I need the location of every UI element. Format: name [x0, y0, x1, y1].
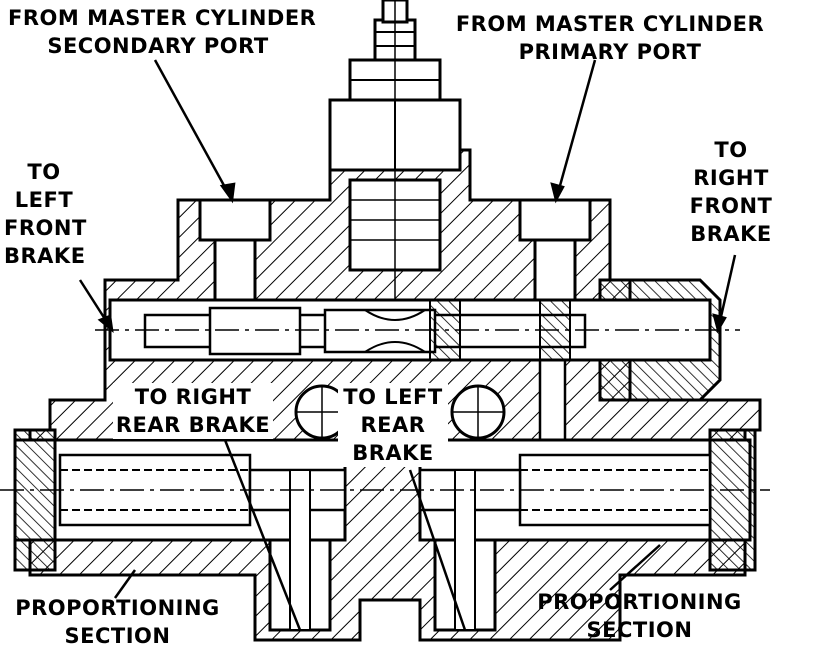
label-line: SECTION [586, 618, 693, 642]
label-line: FROM MASTER CYLINDER [455, 12, 765, 36]
label-line: TO [27, 160, 61, 184]
centerlines [0, 0, 770, 491]
label-primary-port: FROM MASTER CYLINDER PRIMARY PORT [455, 10, 765, 66]
label-right-front-brake: TO RIGHT FRONT BRAKE [686, 136, 776, 248]
label-line: SECONDARY PORT [47, 34, 269, 58]
label-line: FROM MASTER CYLINDER [8, 6, 317, 30]
label-line: REAR BRAKE [115, 413, 271, 437]
leader-lines [78, 59, 737, 631]
label-line: FRONT [4, 216, 87, 240]
proportioning-right [418, 428, 757, 632]
label-right-rear-brake: TO RIGHT REAR BRAKE [113, 383, 273, 439]
label-line: BRAKE [4, 244, 86, 268]
label-line: TO [714, 138, 748, 162]
label-proportioning-section-left: PROPORTIONING SECTION [10, 594, 225, 650]
label-left-rear-brake: TO LEFT REAR BRAKE [338, 383, 448, 467]
label-left-front-brake: TO LEFT FRONT BRAKE [4, 158, 87, 270]
label-secondary-port: FROM MASTER CYLINDER SECONDARY PORT [8, 4, 317, 60]
label-line: BRAKE [690, 222, 772, 246]
label-line: RIGHT [693, 166, 769, 190]
label-line: PROPORTIONING [537, 590, 742, 614]
label-line: TO LEFT [343, 385, 443, 409]
label-line: PROPORTIONING [15, 596, 220, 620]
label-line: TO RIGHT [134, 385, 252, 409]
label-line: BRAKE [352, 441, 434, 465]
label-line: FRONT [689, 194, 773, 218]
label-proportioning-section-right: PROPORTIONING SECTION [532, 588, 747, 644]
label-line: LEFT [14, 188, 74, 212]
differential-piston [108, 298, 712, 362]
label-line: SECTION [64, 624, 171, 648]
label-line: PRIMARY PORT [518, 40, 702, 64]
label-line: REAR [360, 413, 426, 437]
